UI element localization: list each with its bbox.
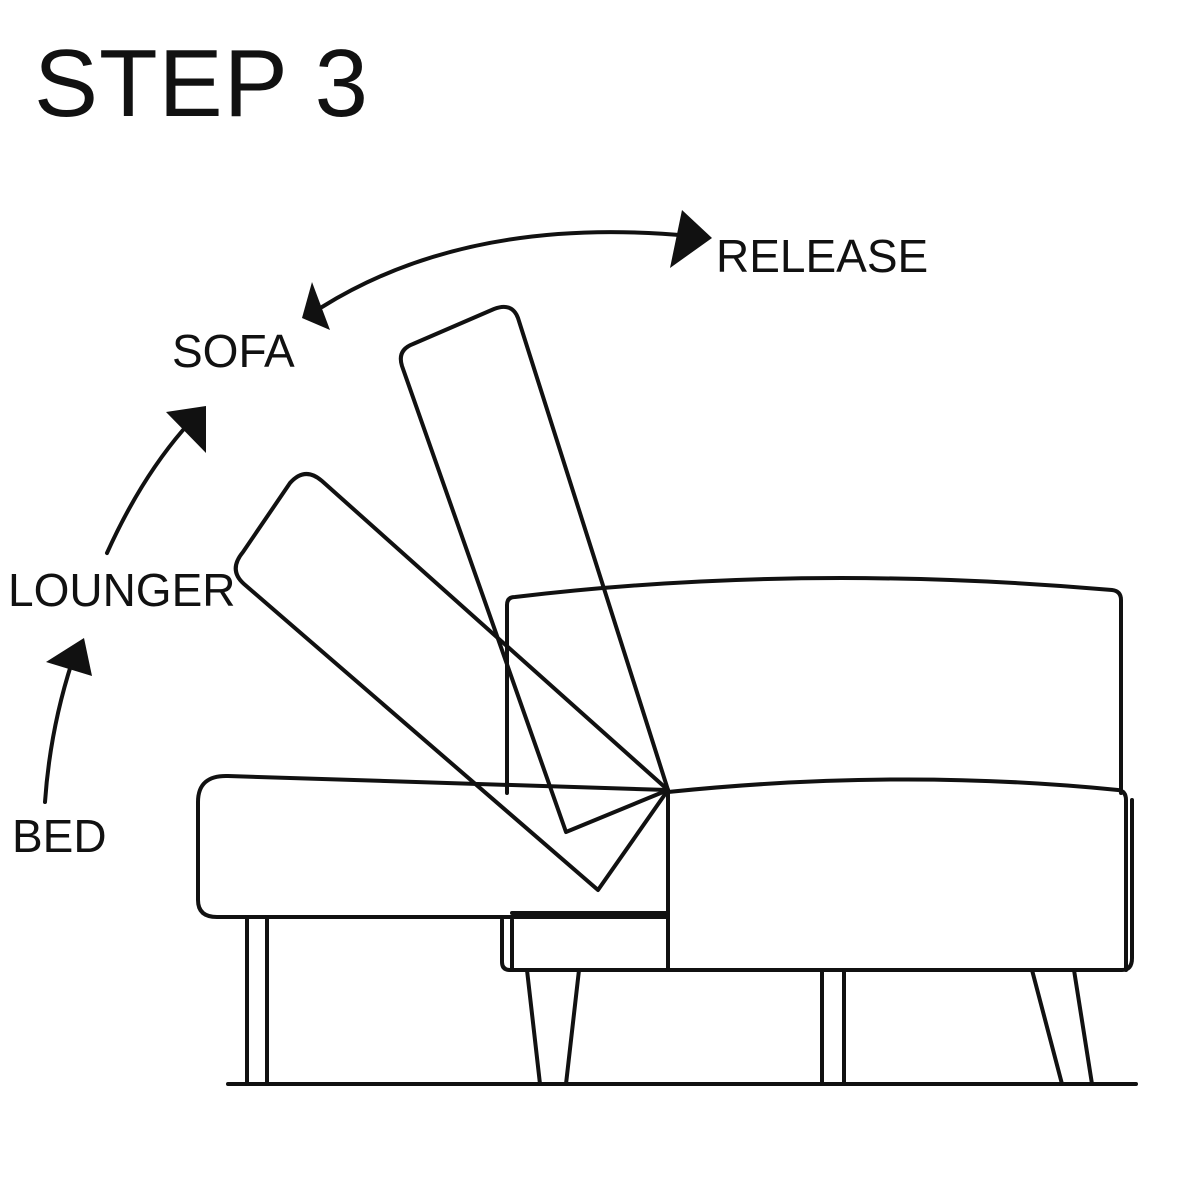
step-title: STEP 3: [34, 30, 370, 137]
arrowhead-sofa: [302, 282, 330, 330]
arrowhead-release: [670, 210, 712, 268]
seat-cushion: [666, 777, 1128, 972]
bed-to-lounger-arc: [43, 660, 74, 804]
lounger-label: LOUNGER: [8, 564, 236, 616]
bed-cushion: [196, 773, 670, 919]
leg-front-middle: [820, 968, 846, 1086]
arrowhead-to-sofa: [166, 406, 206, 453]
leg-front-left: [525, 968, 581, 1086]
backrest: [505, 576, 1123, 795]
lounger-panel: [233, 472, 670, 892]
leg-left: [245, 915, 269, 1086]
sofa-base: [500, 798, 1134, 972]
leg-front-right: [1030, 968, 1094, 1086]
lounger-to-sofa-arc: [105, 428, 185, 555]
sofa-label: SOFA: [172, 325, 295, 377]
sofa-panel: [398, 304, 670, 834]
release-arc: [320, 230, 692, 309]
bed-label: BED: [12, 810, 107, 862]
arrowhead-to-lounger: [46, 638, 92, 676]
release-label: RELEASE: [716, 230, 929, 282]
